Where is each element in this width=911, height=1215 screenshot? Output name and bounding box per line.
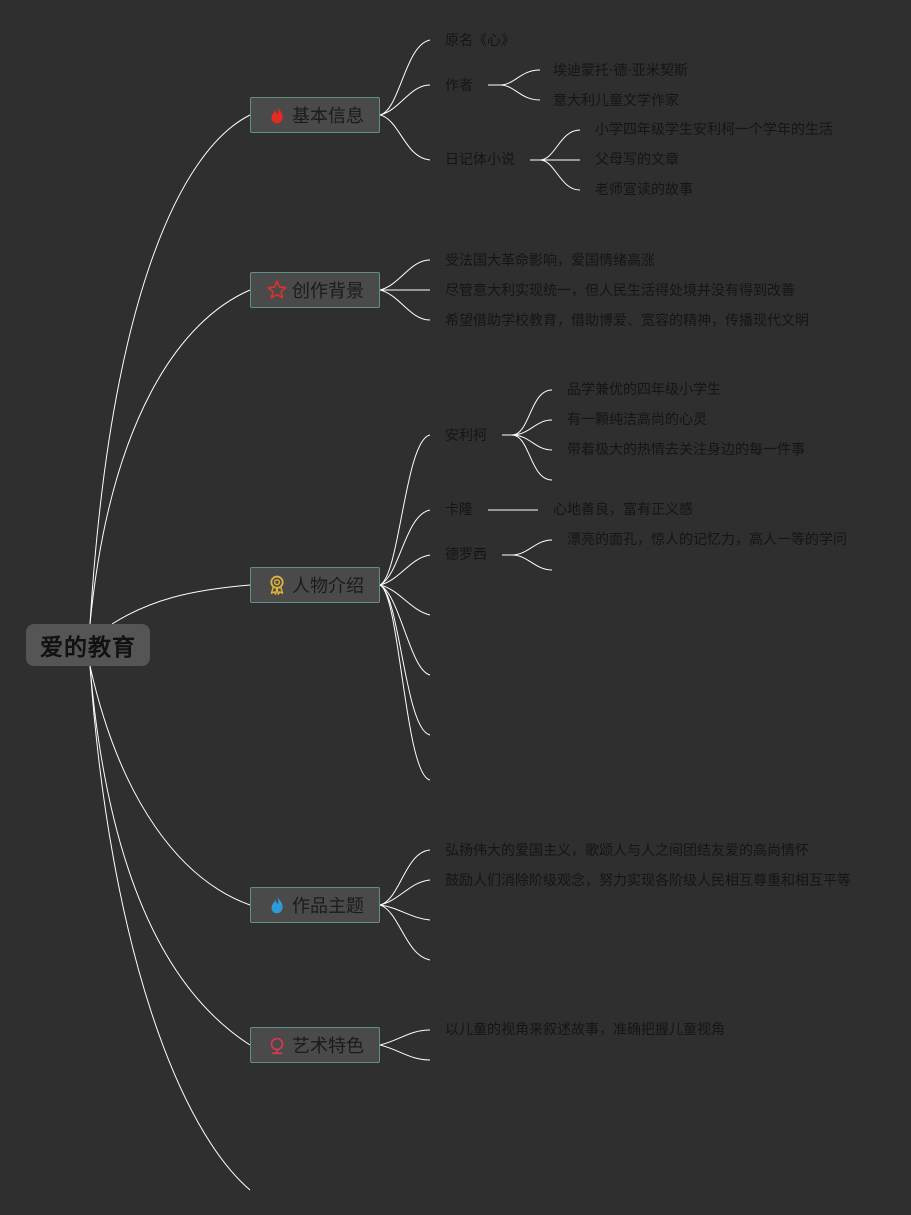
branch-label: 人物介绍	[292, 576, 364, 597]
leaf-original-name[interactable]: 原名《心》	[445, 33, 515, 49]
link-root-theme	[89, 665, 251, 906]
leaf-author-name[interactable]: 埃迪蒙托·德·亚米契斯	[553, 63, 688, 79]
branch-label: 艺术特色	[292, 1036, 364, 1057]
leaf-enrico-item[interactable]: 有一颗纯洁高尚的心灵	[567, 412, 707, 428]
branch-label: 基本信息	[292, 106, 364, 127]
leaf-garrone-item[interactable]: 心地善良，富有正义感	[553, 502, 693, 518]
root-label: 爱的教育	[40, 635, 136, 661]
branch-basic-info[interactable]: 基本信息	[250, 97, 380, 133]
leaf-derossi-item[interactable]: 漂亮的面孔，惊人的记忆力，高人一等的学问	[567, 532, 847, 548]
branch-background[interactable]: 创作背景	[250, 272, 380, 308]
link-root-background	[89, 289, 251, 625]
link-root-basic	[89, 114, 251, 625]
leaf-art-item[interactable]: 以儿童的视角来叙述故事，准确把握儿童视角	[445, 1022, 725, 1038]
branch-label: 作品主题	[292, 896, 364, 917]
flame-icon	[271, 105, 283, 124]
leaf-enrico-item[interactable]: 品学兼优的四年级小学生	[567, 382, 721, 398]
leaf-author[interactable]: 作者	[445, 78, 473, 94]
leaf-diary-item[interactable]: 父母写的文章	[595, 152, 679, 168]
leaf-diary-item[interactable]: 老师宣读的故事	[595, 182, 693, 198]
leaf-theme-item[interactable]: 鼓励人们消除阶级观念，努力实现各阶级人民相互尊重和相互平等	[445, 873, 851, 889]
leaf-enrico-item[interactable]: 带着极大的热情去关注身边的每一件事	[567, 442, 805, 458]
leaf-background-item[interactable]: 受法国大革命影响，爱国情绪高涨	[445, 253, 655, 269]
branch-theme[interactable]: 作品主题	[250, 887, 380, 923]
leaf-character-derossi[interactable]: 德罗西	[445, 547, 487, 563]
branch-label: 创作背景	[292, 281, 364, 302]
pin-icon	[270, 1037, 284, 1055]
award-ribbon-icon	[270, 575, 284, 595]
branch-art[interactable]: 艺术特色	[250, 1027, 380, 1063]
branch-characters[interactable]: 人物介绍	[250, 567, 380, 603]
leaf-background-item[interactable]: 希望借助学校教育，借助博爱、宽容的精神，传播现代文明	[445, 313, 809, 329]
leaf-character-enrico[interactable]: 安利柯	[445, 428, 487, 444]
leaf-theme-item[interactable]: 弘扬伟大的爱国主义，歌颂人与人之间团结友爱的高尚情怀	[445, 843, 809, 859]
leaf-author-desc[interactable]: 意大利儿童文学作家	[553, 93, 679, 109]
link-root-extra	[89, 665, 251, 1191]
star-icon	[267, 280, 287, 299]
link-root-art	[89, 665, 251, 1046]
root-node[interactable]: 爱的教育	[26, 624, 150, 666]
leaf-character-garrone[interactable]: 卡隆	[445, 502, 473, 518]
link-root-characters	[111, 584, 251, 625]
flame-icon	[271, 895, 283, 914]
leaf-diary-novel[interactable]: 日记体小说	[445, 152, 515, 168]
leaf-background-item[interactable]: 尽管意大利实现统一，但人民生活得处境并没有得到改善	[445, 283, 795, 299]
leaf-diary-item[interactable]: 小学四年级学生安利柯一个学年的生活	[595, 122, 833, 138]
